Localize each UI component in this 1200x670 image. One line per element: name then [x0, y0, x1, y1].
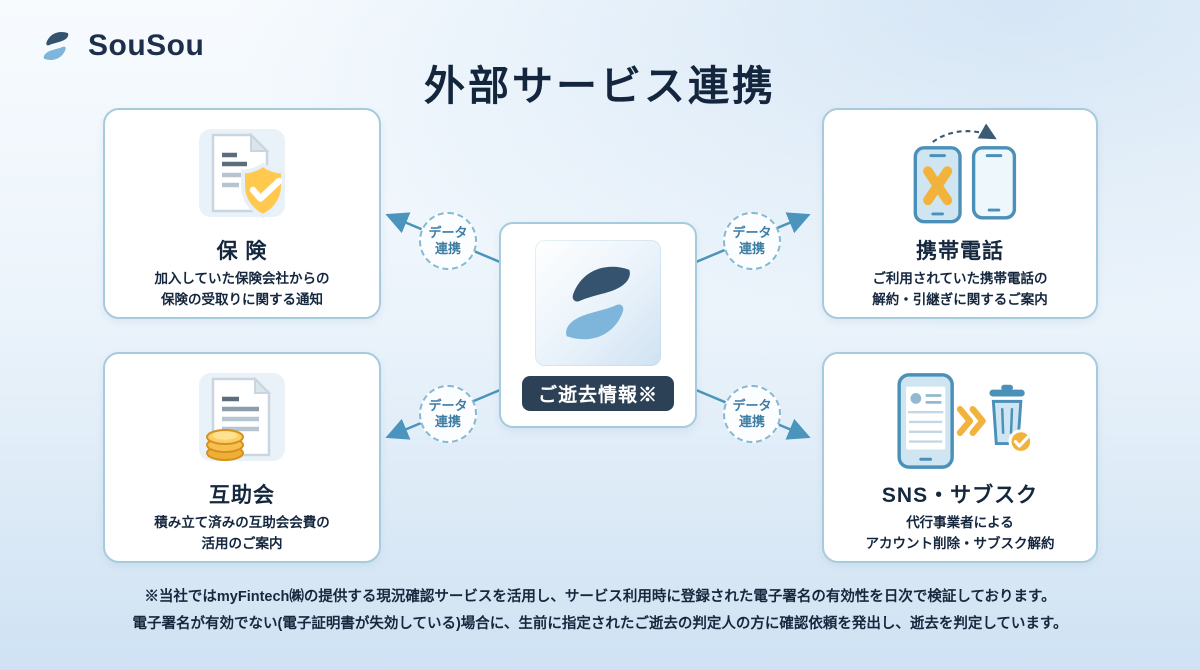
- card-sns-desc: 代行事業者による アカウント削除・サブスク解約: [866, 513, 1055, 555]
- link-label-line: 連携: [738, 241, 765, 256]
- link-label-line: 連携: [434, 414, 461, 429]
- card-desc-line: 解約・引継ぎに関するご案内: [872, 291, 1048, 307]
- page-title: 外部サービス連携: [424, 63, 776, 109]
- phone-transfer-icon: [913, 124, 1017, 224]
- mutual-aid-icon: [187, 364, 297, 478]
- brand-logo: SouSou: [34, 26, 204, 66]
- old-phone-x-icon: [913, 146, 962, 224]
- deceased-info-badge: ご逝去情報※: [521, 376, 674, 411]
- link-label-line: 連携: [434, 241, 461, 256]
- card-desc-line: 加入していた保険会社からの: [154, 271, 330, 286]
- check-badge-icon: [1008, 429, 1034, 454]
- card-sns-subscription: SNS・サブスク 代行事業者による アカウント削除・サブスク解約: [822, 352, 1098, 563]
- link-label-line: データ: [428, 225, 468, 241]
- card-mutual-desc: 積み立て済みの互助会会費の 活用のご案内: [154, 513, 330, 555]
- footnote-line-1: ※当社ではmyFintech㈱の提供する現況確認サービスを活用し、サービス利用時…: [144, 589, 1056, 605]
- card-desc-line: 代行事業者による: [906, 515, 1014, 530]
- sns-subscription-icon: [885, 364, 1035, 478]
- card-desc-line: 活用のご案内: [201, 535, 283, 551]
- data-link-badge-bottom-left: データ 連携: [419, 385, 477, 443]
- brand-name: SouSou: [88, 29, 205, 62]
- link-label-line: データ: [732, 225, 772, 241]
- link-label-line: データ: [732, 398, 772, 414]
- account-phone-icon: [897, 373, 954, 469]
- card-mutual-title: 互助会: [209, 484, 275, 507]
- link-label-line: データ: [428, 398, 468, 414]
- card-desc-line: 保険の受取りに関する通知: [160, 291, 323, 307]
- data-link-badge-top-left: データ 連携: [419, 212, 477, 270]
- sousou-hands-icon-large: [566, 266, 630, 340]
- card-insurance-desc: 加入していた保険会社からの 保険の受取りに関する通知: [154, 269, 329, 311]
- card-mobile-title: 携帯電話: [916, 240, 1004, 263]
- card-insurance: 保 険 加入していた保険会社からの 保険の受取りに関する通知: [103, 108, 381, 319]
- data-link-badge-bottom-right: データ 連携: [723, 385, 781, 443]
- document-coins-icon: [199, 373, 285, 461]
- link-label-line: 連携: [738, 414, 765, 429]
- transfer-arrow-icon: [932, 124, 997, 143]
- mobile-phone-icon: [892, 120, 1028, 234]
- card-mobile-phone: 携帯電話 ご利用されていた携帯電話の 解約・引継ぎに関するご案内: [822, 108, 1098, 319]
- shield-check-icon: [241, 162, 285, 219]
- footnote-line-2: 電子署名が有効でない(電子証明書が失効している)場合に、生前に指定されたご逝去の…: [132, 615, 1068, 632]
- account-delete-icon: [897, 373, 1034, 469]
- card-desc-line: アカウント削除・サブスク解約: [865, 535, 1055, 551]
- coins-icon: [206, 429, 244, 461]
- insurance-document-shield-icon: [199, 129, 285, 219]
- card-desc-line: 積み立て済みの互助会会費の: [154, 515, 330, 530]
- center-hub-card: ご逝去情報※: [499, 222, 697, 428]
- data-link-badge-top-right: データ 連携: [723, 212, 781, 270]
- trash-icon: [989, 384, 1034, 454]
- footnote: ※当社ではmyFintech㈱の提供する現況確認サービスを活用し、サービス利用時…: [0, 584, 1200, 638]
- card-desc-line: ご利用されていた携帯電話の: [872, 271, 1048, 286]
- chevrons-icon: [956, 406, 986, 436]
- insurance-icon: [187, 120, 297, 234]
- card-mobile-desc: ご利用されていた携帯電話の 解約・引継ぎに関するご案内: [872, 269, 1048, 311]
- sousou-hands-icon: [43, 32, 69, 60]
- new-phone-icon: [971, 146, 1017, 220]
- card-sns-title: SNS・サブスク: [881, 484, 1039, 507]
- card-insurance-title: 保 険: [216, 240, 268, 263]
- sousou-logo-tile: [535, 240, 661, 366]
- card-mutual-aid: 互助会 積み立て済みの互助会会費の 活用のご案内: [103, 352, 381, 563]
